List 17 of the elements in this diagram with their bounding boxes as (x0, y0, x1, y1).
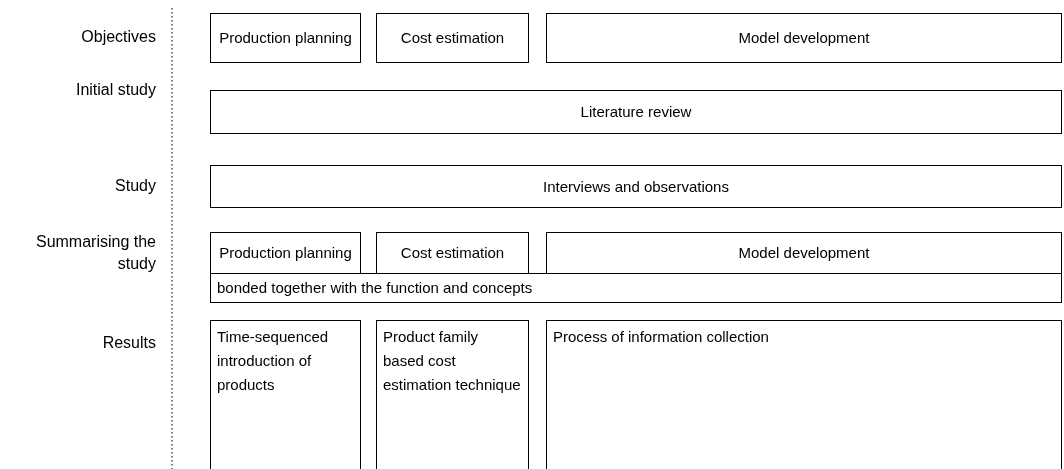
row-label: Initial study (74, 80, 156, 100)
process-box: Process of information collection (546, 320, 1062, 469)
process-box: Model development (546, 232, 1062, 274)
process-box: bonded together with the function and concepts (210, 273, 1062, 303)
process-box: Interviews and observations (210, 165, 1062, 208)
process-box: Production planning (210, 13, 361, 63)
process-box: Product family based cost estimation technique (376, 320, 529, 469)
row-label: Objectives (80, 27, 156, 47)
row-label: Summarising the study (34, 232, 156, 274)
process-box: Cost estimation (376, 232, 529, 274)
process-box: Time-sequenced introduction of products (210, 320, 361, 469)
process-box: Production planning (210, 232, 361, 274)
row-label: Study (114, 176, 156, 196)
process-box: Model development (546, 13, 1062, 63)
process-box: Literature review (210, 90, 1062, 134)
row-label: Results (101, 333, 156, 353)
process-box: Cost estimation (376, 13, 529, 63)
